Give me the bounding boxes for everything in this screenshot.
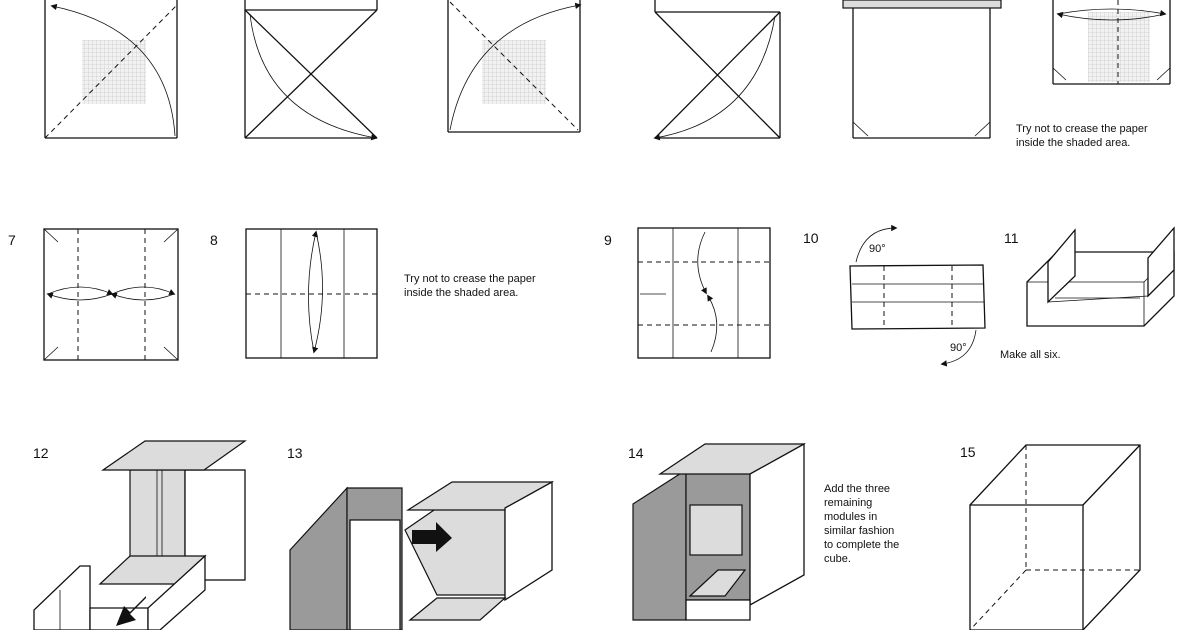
step-12-diagram bbox=[33, 440, 247, 630]
step-10-diagram bbox=[849, 224, 986, 367]
shaded-area-note-top: Try not to crease the paper inside the s… bbox=[1016, 123, 1148, 149]
add-modules-note: Add the three remaining modules in simil… bbox=[824, 483, 900, 565]
step-number-11: 11 bbox=[1004, 230, 1019, 246]
step-13-diagram bbox=[289, 480, 555, 630]
step-14-diagram bbox=[632, 442, 806, 621]
step-4-diagram bbox=[653, 0, 781, 141]
step-number-12: 12 bbox=[33, 445, 49, 461]
step-11-diagram bbox=[1026, 226, 1175, 327]
step-number-14: 14 bbox=[628, 445, 644, 461]
angle-label-top: 90° bbox=[869, 243, 886, 255]
step-6-diagram bbox=[1052, 0, 1171, 85]
step-5-diagram bbox=[842, 0, 1002, 139]
step-number-7: 7 bbox=[8, 232, 16, 248]
step-3-diagram bbox=[447, 0, 582, 133]
step-2-diagram bbox=[244, 0, 378, 141]
angle-label-bottom: 90° bbox=[950, 342, 967, 354]
step-1-diagram bbox=[44, 0, 178, 139]
step-number-10: 10 bbox=[803, 230, 819, 246]
step-number-8: 8 bbox=[210, 232, 218, 248]
step-number-15: 15 bbox=[960, 444, 976, 460]
step-8-diagram bbox=[245, 228, 378, 359]
step-number-9: 9 bbox=[604, 232, 612, 248]
step-7-diagram bbox=[43, 228, 179, 361]
step-9-diagram bbox=[637, 227, 771, 359]
make-all-six-note: Make all six. bbox=[1000, 349, 1061, 361]
step-number-13: 13 bbox=[287, 445, 303, 461]
shaded-area-note-middle: Try not to crease the paper inside the s… bbox=[404, 273, 536, 299]
step-15-cube bbox=[969, 444, 1141, 630]
